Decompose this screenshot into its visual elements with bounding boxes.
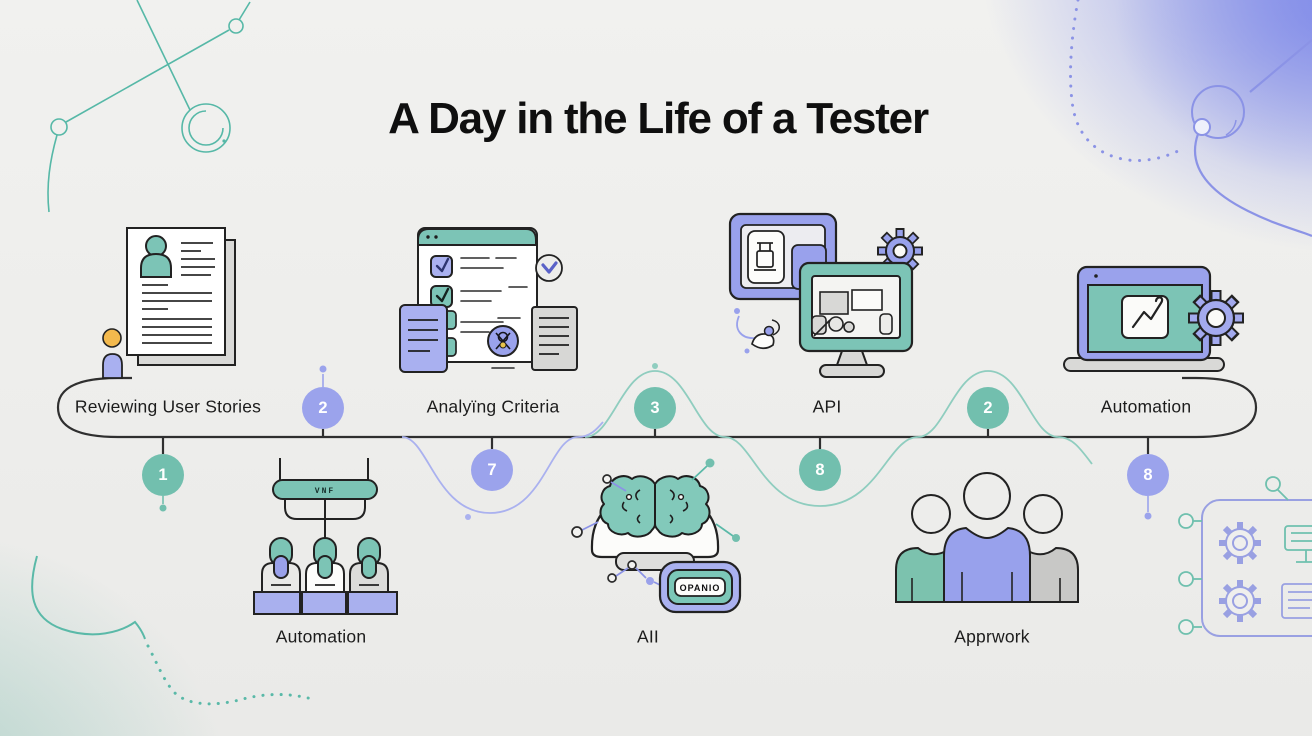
milestone-badge-2b: 2	[967, 387, 1009, 429]
automation-machine-illustration: VNF	[253, 458, 398, 615]
gray-note-icon	[531, 306, 578, 371]
purple-wave	[401, 421, 604, 514]
robot-icon	[261, 537, 301, 593]
band-label-automation: Automation	[1100, 396, 1192, 417]
gear-outline-icon	[1219, 580, 1261, 622]
people-illustration	[895, 472, 1079, 603]
bottom-label-automation: Automation	[275, 626, 367, 647]
checklist-illustration	[399, 227, 578, 373]
milestone-badge-8: 8	[799, 449, 841, 491]
ai-badge: OPANIO	[658, 560, 742, 614]
person-head	[1023, 494, 1063, 534]
robot-icon	[349, 537, 389, 593]
machine-panel-text: VNF	[315, 487, 335, 496]
flowchart-decoration	[1178, 476, 1312, 637]
timeline-band	[56, 363, 1258, 520]
document-icon	[126, 227, 226, 356]
corner-swirl-decoration	[1069, 0, 1312, 238]
check-badge-icon	[535, 254, 563, 282]
ai-badge-text: OPANIO	[680, 583, 721, 593]
robot-icon	[305, 537, 345, 593]
machine-bases	[253, 591, 398, 615]
band-label-api: API	[812, 396, 842, 417]
person-body-teal	[895, 546, 945, 603]
bottom-label-ai: AII	[637, 626, 659, 647]
band-label-analyzing-criteria: Analyïng Criteria	[426, 396, 560, 417]
note-lines	[408, 319, 438, 352]
monitor-stand	[835, 350, 869, 366]
trend-check-glyph	[1131, 296, 1164, 329]
milestone-stubs	[161, 429, 1150, 454]
person-head	[963, 472, 1011, 520]
brain-icon	[599, 475, 711, 538]
checklist-text-lines	[460, 257, 528, 369]
gear-icon	[1188, 290, 1244, 346]
user-stories-illustration	[102, 227, 236, 379]
machine-panel	[272, 479, 378, 500]
orange-dot-icon	[102, 328, 122, 348]
milestone-badge-8b: 8	[1127, 454, 1169, 496]
gradient-lines-decoration	[938, 229, 1186, 254]
milestone-dots	[159, 363, 1152, 520]
person-head	[911, 494, 951, 534]
band-label-reviewing-user-stories: Reviewing User Stories	[74, 396, 262, 417]
monitor-screen-shapes	[811, 289, 893, 337]
milestone-badge-1: 1	[142, 454, 184, 496]
teal-wave	[584, 370, 1093, 507]
person-body-purple	[943, 526, 1031, 603]
flask-icon	[754, 242, 776, 271]
bottom-label-paperwork: Apprwork	[954, 626, 1030, 647]
window-header	[417, 228, 537, 246]
mouse-doodle-icon	[734, 308, 780, 354]
network-decoration	[47, 0, 251, 213]
milestone-badge-2: 2	[302, 387, 344, 429]
avatar-body	[140, 252, 172, 278]
small-person-icon	[102, 353, 123, 379]
ai-nodes	[571, 458, 740, 542]
api-illustration	[728, 212, 923, 378]
milestone-badge-7: 7	[471, 449, 513, 491]
purple-note-icon	[399, 304, 448, 373]
ai-zigzag	[607, 560, 663, 587]
milestone-badge-3: 3	[634, 387, 676, 429]
bottom-left-curve-decoration	[31, 555, 314, 706]
laptop-illustration	[1063, 265, 1244, 372]
ai-illustration: OPANIO	[571, 458, 742, 614]
gear-outline-icon	[1219, 522, 1261, 564]
document-text-lines	[142, 242, 215, 344]
person-body-gray	[1029, 546, 1079, 603]
page-title: A Day in the Life of a Tester	[388, 94, 929, 143]
